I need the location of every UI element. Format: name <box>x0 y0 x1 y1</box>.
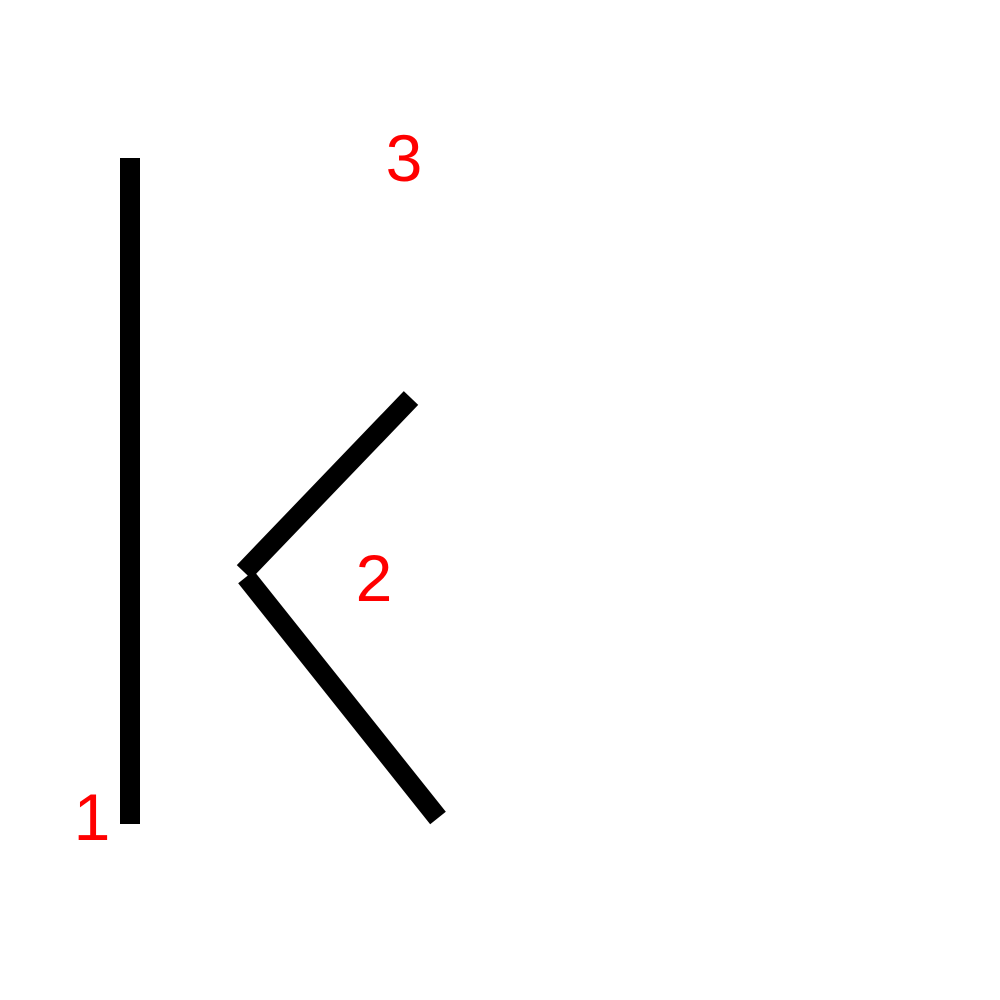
stroke-3-line <box>238 570 446 825</box>
stroke-2-label: 2 <box>356 541 393 615</box>
stroke-3-label: 3 <box>386 121 423 195</box>
stroke-1-label: 1 <box>74 780 111 854</box>
stroke-2-line <box>236 391 419 579</box>
